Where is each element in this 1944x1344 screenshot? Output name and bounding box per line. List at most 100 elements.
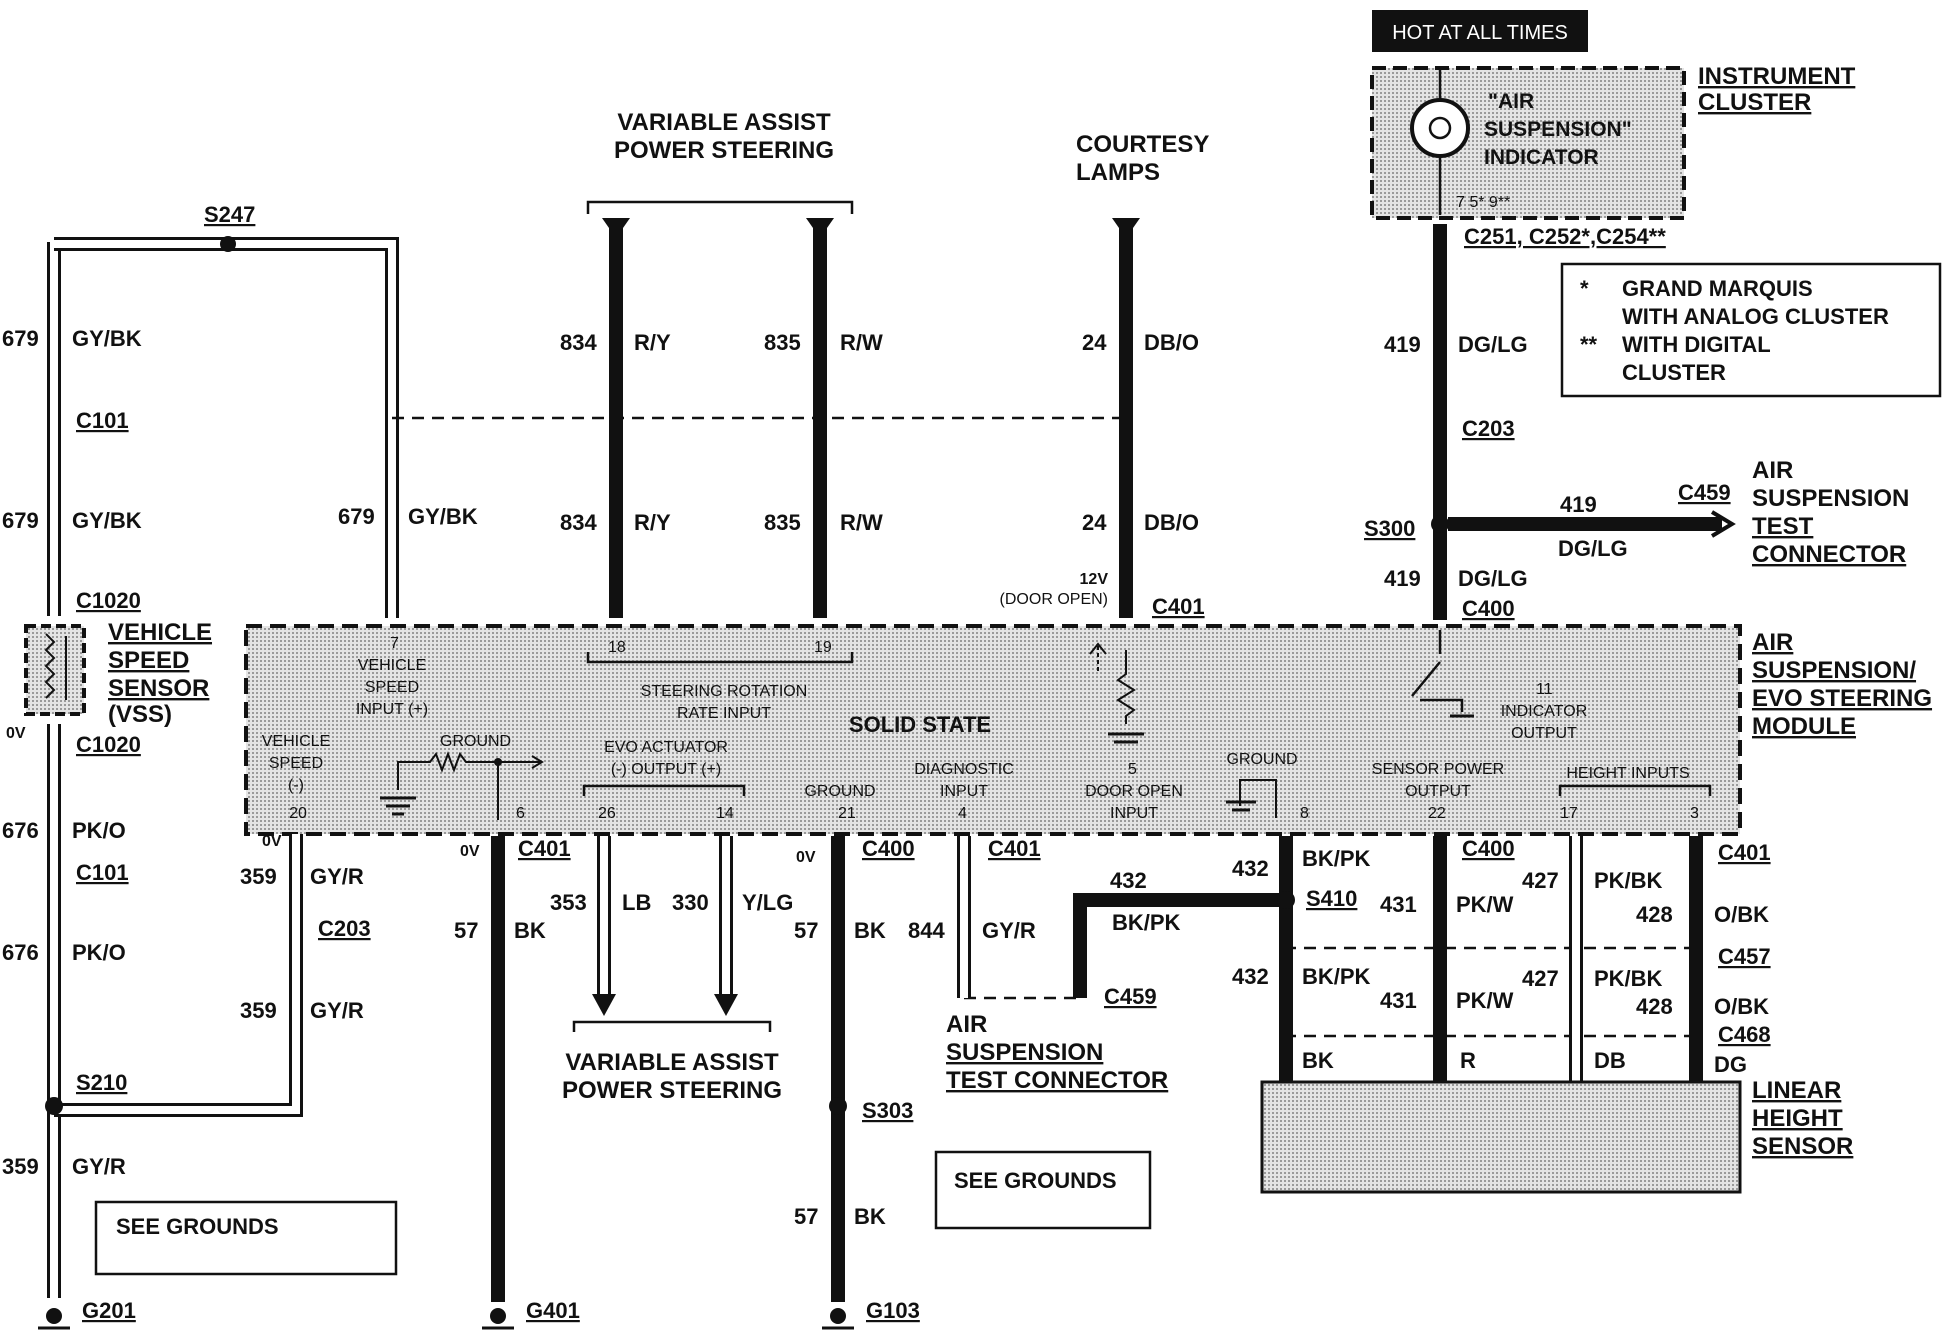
- wire-24-number-1: 24: [1082, 330, 1107, 355]
- door-open-label-2: INPUT: [1110, 805, 1158, 822]
- pin-21: 21: [838, 805, 856, 822]
- connector-c468: C468: [1718, 1022, 1771, 1047]
- indicator-filament-icon: [1428, 116, 1452, 140]
- wire-gyr-label-844: GY/R: [982, 918, 1036, 943]
- sensor-power-label-2: OUTPUT: [1405, 783, 1471, 800]
- connector-c400-sensor: C400: [1462, 836, 1515, 861]
- voltage-0v-g401: 0V: [460, 843, 480, 860]
- vehicle-speed-input-3: INPUT (+): [356, 701, 428, 718]
- door-open-note: (DOOR OPEN): [1000, 591, 1108, 608]
- wire-bk-label-sensor: BK: [1302, 1048, 1334, 1073]
- wire-428-number-2: 428: [1636, 994, 1673, 1019]
- wire-57-number-g103-1: 57: [794, 918, 818, 943]
- pin-20: 20: [289, 805, 307, 822]
- wire-431-number-1: 431: [1380, 892, 1417, 917]
- wire-dbo-label-2: DB/O: [1144, 510, 1199, 535]
- pin-17: 17: [1560, 805, 1578, 822]
- door-open-label-1: DOOR OPEN: [1085, 783, 1183, 800]
- vehicle-speed-minus-3: (-): [288, 777, 304, 794]
- instrument-cluster-title-1: INSTRUMENT: [1698, 63, 1856, 90]
- wire-679-number-1: 679: [2, 326, 39, 351]
- legend-mark-1: *: [1580, 276, 1589, 301]
- vehicle-speed-minus-1: VEHICLE: [262, 733, 330, 750]
- vehicle-speed-input-1: VEHICLE: [358, 657, 426, 674]
- wire-gybk-label-1: GY/BK: [72, 326, 142, 351]
- vaps-top-label-2: POWER STEERING: [614, 137, 834, 164]
- wire-gyr-label-2: GY/R: [310, 998, 364, 1023]
- wire-676-number-2: 676: [2, 940, 39, 965]
- ground-arrow-icon: [498, 755, 544, 769]
- module-title-3: EVO STEERING: [1752, 685, 1932, 712]
- pin-19: 19: [814, 639, 832, 656]
- wire-obk-label-1: O/BK: [1714, 902, 1769, 927]
- evo-actuator-label-1: EVO ACTUATOR: [604, 739, 728, 756]
- resistor-icon: [397, 751, 498, 790]
- air-suspension-module-box: [244, 624, 1742, 836]
- door-resistor-icon: [1116, 650, 1136, 724]
- height-inputs-label: HEIGHT INPUTS: [1566, 765, 1689, 782]
- connector-c401-844: C401: [988, 836, 1041, 861]
- legend-line-2: WITH ANALOG CLUSTER: [1622, 304, 1889, 329]
- vaps-834-pin-icon: [602, 218, 630, 238]
- wire-ry-label-2: R/Y: [634, 510, 671, 535]
- test-connector-label-1: AIR: [1752, 457, 1793, 484]
- legend-line-1: GRAND MARQUIS: [1622, 276, 1813, 301]
- ground-right-line: [1239, 779, 1277, 818]
- height-sensor-label-1: LINEAR: [1752, 1077, 1841, 1104]
- wire-679-loop-inner: [54, 240, 396, 618]
- wire-obk-label-2: O/BK: [1714, 994, 1769, 1019]
- wire-353-arrow-icon: [592, 994, 616, 1016]
- wire-427-number-2: 427: [1522, 966, 1559, 991]
- sensor-power-label-1: SENSOR POWER: [1372, 761, 1504, 778]
- wire-844-number: 844: [908, 918, 945, 943]
- see-grounds-left: SEE GROUNDS: [116, 1214, 279, 1239]
- connector-c1020-top: C1020: [76, 588, 141, 613]
- voltage-0v-vss: 0V: [6, 725, 26, 742]
- connector-c401-g401: C401: [518, 836, 571, 861]
- wire-431-number-2: 431: [1380, 988, 1417, 1013]
- indicator-switch-icon: [1411, 630, 1464, 712]
- wire-db-label: DB: [1594, 1048, 1626, 1073]
- wire-330-arrow-icon: [714, 994, 738, 1016]
- pin-5: 5: [1128, 761, 1137, 778]
- wire-bkpk-label-2: BK/PK: [1302, 964, 1371, 989]
- pin-18: 18: [608, 639, 626, 656]
- wire-gybk-label-2: GY/BK: [72, 508, 142, 533]
- solid-state-label: SOLID STATE: [849, 712, 991, 737]
- legend-line-4: CLUSTER: [1622, 360, 1726, 385]
- vaps-bottom-label-2: POWER STEERING: [562, 1077, 782, 1104]
- height-sensor-label-3: SENSOR: [1752, 1133, 1853, 1160]
- see-grounds-mid: SEE GROUNDS: [954, 1168, 1117, 1193]
- vss-label-3: SENSOR: [108, 675, 209, 702]
- wire-pko-label-2: PK/O: [72, 940, 126, 965]
- splice-s300-dot: [1431, 515, 1449, 533]
- splice-s210: S210: [76, 1070, 127, 1095]
- pin-11: 11: [1536, 681, 1553, 698]
- wire-bk-label-g401: BK: [514, 918, 546, 943]
- connector-c401-top: C401: [1152, 594, 1205, 619]
- wire-gyr-label-3: GY/R: [72, 1154, 126, 1179]
- connector-c101-bottom: C101: [76, 860, 129, 885]
- connector-c203-left: C203: [318, 916, 371, 941]
- wire-ry-label-1: R/Y: [634, 330, 671, 355]
- connector-c400-top: C400: [1462, 596, 1515, 621]
- wire-57-number-g401: 57: [454, 918, 478, 943]
- wire-359-number-1: 359: [240, 864, 277, 889]
- legend-mark-2: **: [1580, 332, 1598, 357]
- splice-s300: S300: [1364, 516, 1415, 541]
- ground-label-right: GROUND: [1226, 751, 1297, 768]
- connector-c457: C457: [1718, 944, 1771, 969]
- wire-835-number-1: 835: [764, 330, 801, 355]
- wire-24-number-2: 24: [1082, 510, 1107, 535]
- connector-c101-top: C101: [76, 408, 129, 433]
- see-grounds-box-left: [94, 1200, 398, 1276]
- module-title-4: MODULE: [1752, 713, 1856, 740]
- connector-c400-g103: C400: [862, 836, 915, 861]
- wire-428-number-1: 428: [1636, 902, 1673, 927]
- test-connector-b-label-1: AIR: [946, 1011, 987, 1038]
- courtesy-lamps-label-2: LAMPS: [1076, 159, 1160, 186]
- wire-353-number: 353: [550, 890, 587, 915]
- wire-834-number-2: 834: [560, 510, 597, 535]
- ground-g103: G103: [866, 1298, 920, 1323]
